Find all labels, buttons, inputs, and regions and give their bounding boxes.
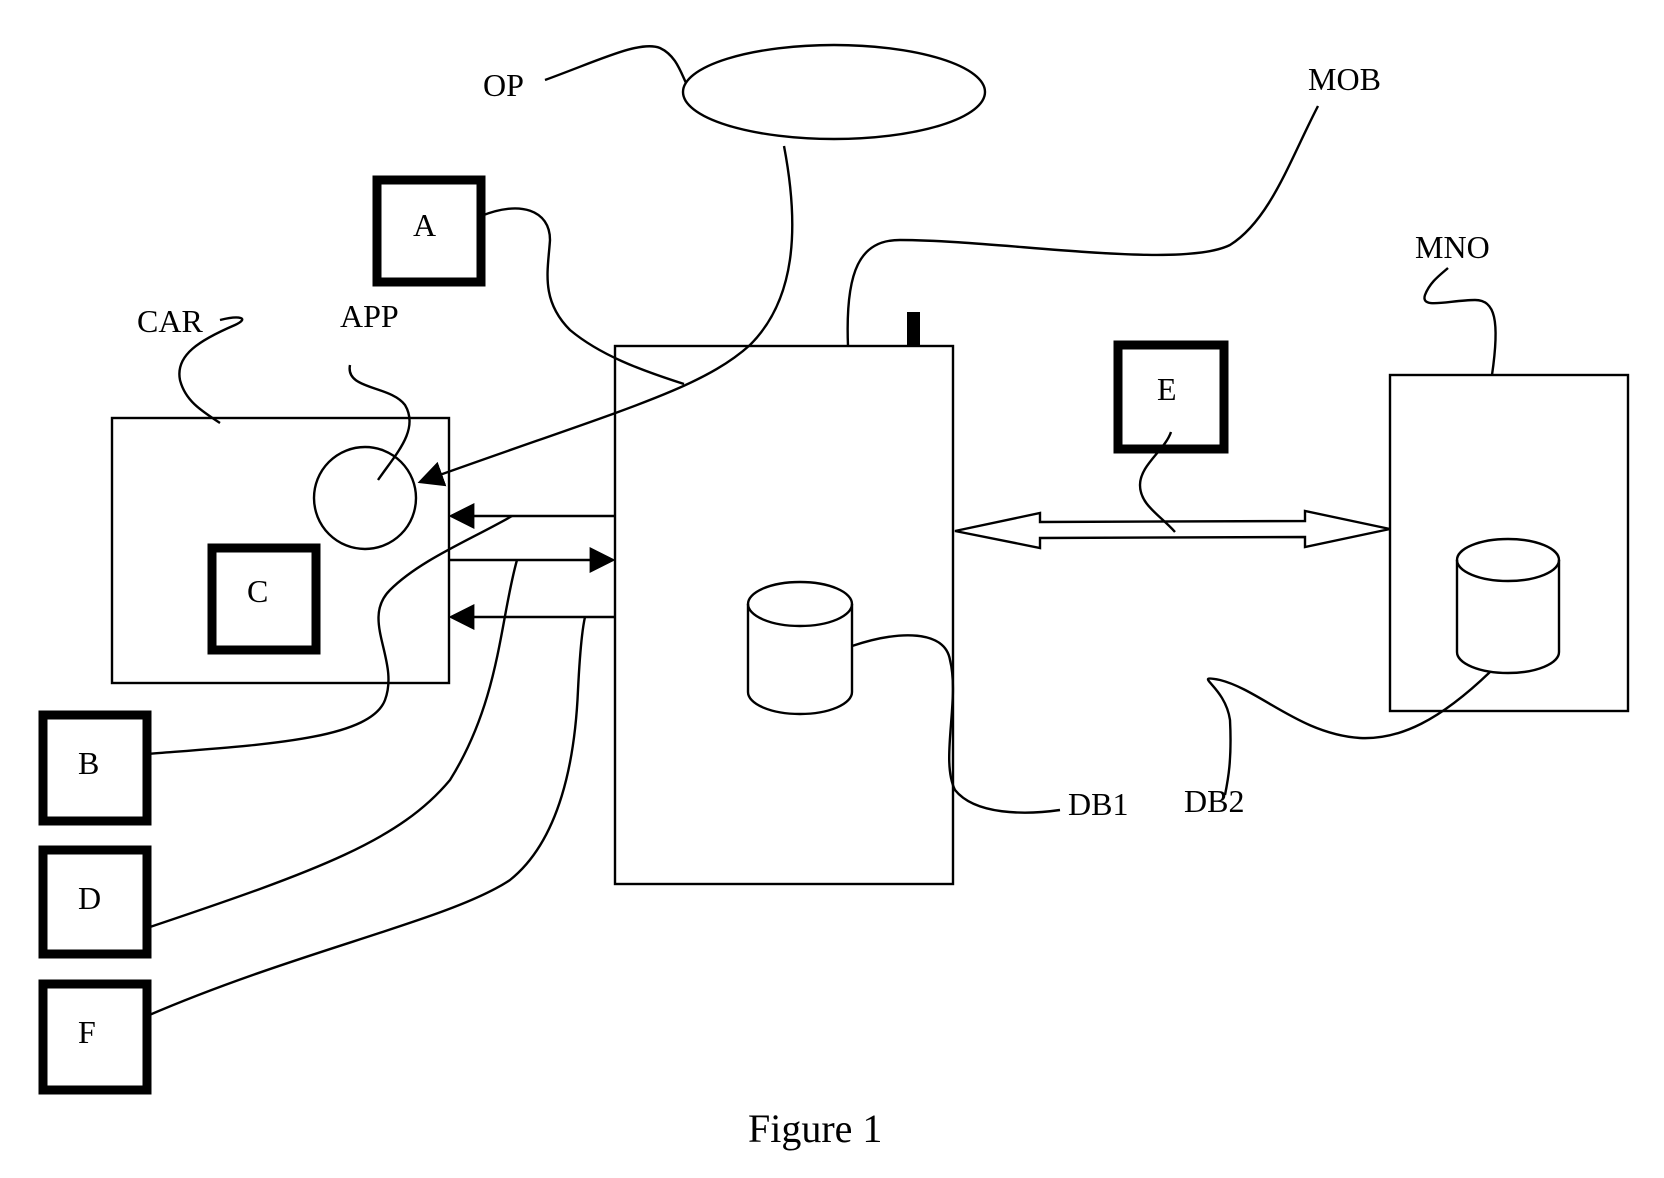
f-leader bbox=[147, 617, 585, 1016]
box-a-label: A bbox=[413, 207, 436, 243]
db1-label: DB1 bbox=[1068, 786, 1128, 822]
mob-label: MOB bbox=[1308, 61, 1381, 97]
b-leader bbox=[147, 516, 512, 754]
box-e-label: E bbox=[1157, 371, 1177, 407]
mno-leader bbox=[1424, 268, 1495, 375]
db2-cylinder bbox=[1457, 539, 1559, 673]
box-f-label: F bbox=[78, 1014, 96, 1050]
a-leader bbox=[481, 208, 684, 384]
mobile-antenna bbox=[907, 312, 920, 346]
car-label: CAR bbox=[137, 303, 203, 339]
mobile-device-box bbox=[615, 346, 953, 884]
op-ellipse bbox=[683, 45, 985, 139]
db2-leader bbox=[1208, 672, 1490, 795]
figure-caption: Figure 1 bbox=[748, 1106, 882, 1151]
d-leader bbox=[147, 560, 517, 928]
app-label: APP bbox=[340, 298, 399, 334]
op-label: OP bbox=[483, 67, 524, 103]
mno-box bbox=[1390, 375, 1628, 711]
box-c-label: C bbox=[247, 573, 268, 609]
mob-leader bbox=[848, 106, 1318, 346]
mno-label: MNO bbox=[1415, 229, 1490, 265]
app-circle bbox=[314, 447, 416, 549]
box-d-label: D bbox=[78, 880, 101, 916]
db2-label: DB2 bbox=[1184, 783, 1244, 819]
db1-leader bbox=[852, 635, 1060, 812]
op-leader bbox=[545, 46, 686, 83]
db1-cylinder bbox=[748, 582, 852, 714]
box-b-label: B bbox=[78, 745, 99, 781]
